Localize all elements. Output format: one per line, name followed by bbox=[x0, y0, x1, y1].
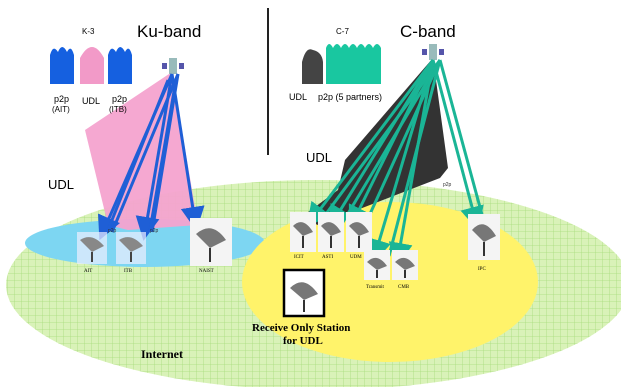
c-satellite-label: C-7 bbox=[336, 27, 349, 36]
icit-label: ICIT bbox=[294, 255, 304, 260]
ku-spec-p2p2: p2p bbox=[112, 94, 127, 104]
receive-only-station bbox=[282, 268, 326, 318]
ku-station-naist bbox=[190, 218, 232, 266]
ku-udl-beam bbox=[85, 72, 198, 230]
ku-spec-udl: UDL bbox=[82, 96, 100, 106]
ku-spec-p2p1: p2p bbox=[54, 94, 69, 104]
p2p-tag-ku: p2p bbox=[108, 228, 117, 234]
c-station-icit bbox=[290, 212, 316, 252]
c-spec-p2p: p2p (5 partners) bbox=[318, 92, 382, 102]
c-station-udm bbox=[346, 212, 372, 252]
c-station-transmit bbox=[364, 250, 390, 280]
udm-label: UDM bbox=[350, 255, 362, 260]
ku-satellite-label: K-3 bbox=[82, 27, 95, 36]
transmit-label: Transmit bbox=[366, 285, 384, 290]
c-udl-beam-label: UDL bbox=[306, 150, 332, 165]
c-band-label: C-band bbox=[400, 22, 456, 41]
c-station-asti bbox=[318, 212, 344, 252]
ku-spec-p2p1-sub: (AIT) bbox=[52, 105, 70, 114]
c-station-ipc bbox=[468, 214, 500, 260]
itb-label: ITB bbox=[124, 269, 133, 274]
p2p-tag-ku-2: p2p bbox=[150, 228, 159, 234]
receive-only-line2: for UDL bbox=[283, 335, 323, 347]
c-spectrum bbox=[302, 44, 381, 84]
ku-station-itb bbox=[116, 232, 146, 264]
ku-spec-p2p2-sub: (ITB) bbox=[109, 105, 127, 114]
cmb-label: CMB bbox=[398, 285, 410, 290]
c-spec-udl: UDL bbox=[289, 92, 307, 102]
c-station-cmb bbox=[392, 250, 418, 280]
ku-satellite-icon bbox=[162, 58, 184, 74]
ku-station-ait bbox=[77, 232, 107, 264]
ait-label: AIT bbox=[84, 269, 92, 274]
ku-udl-beam-label: UDL bbox=[48, 177, 74, 192]
naist-label: NAIST bbox=[199, 269, 214, 274]
asti-label: ASTI bbox=[322, 255, 333, 260]
ku-band-label: Ku-band bbox=[137, 22, 201, 41]
ipc-label: IPC bbox=[478, 267, 486, 272]
ku-links bbox=[98, 73, 205, 241]
c-satellite-icon bbox=[422, 44, 444, 60]
c-links bbox=[306, 59, 486, 267]
ku-spectrum bbox=[50, 47, 132, 84]
internet-label: Internet bbox=[141, 347, 183, 361]
p2p-tag-c: p2p bbox=[443, 182, 452, 188]
receive-only-line1: Receive Only Station bbox=[252, 322, 350, 334]
